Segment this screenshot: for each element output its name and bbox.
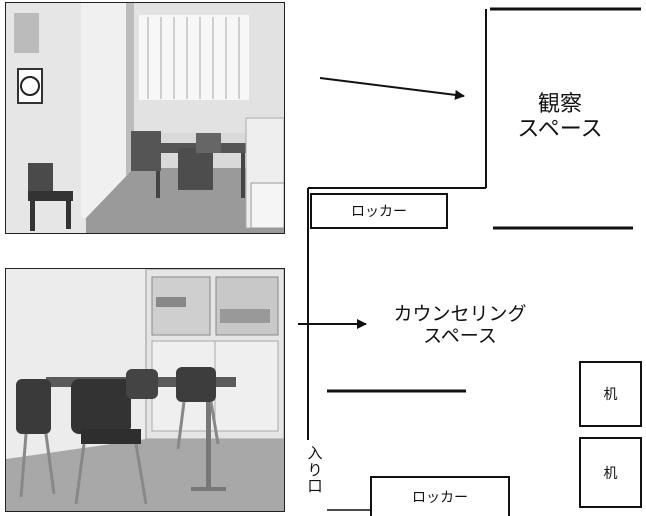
observation-space-label: 観察 スペース [505, 92, 615, 143]
entrance-char-3: 口 [307, 477, 323, 495]
locker-top: ロッカー [310, 193, 448, 229]
observation-space-line1: 観察 [537, 92, 582, 117]
counseling-room-photo [5, 268, 285, 512]
entrance-label: 入 り 口 [305, 445, 325, 495]
counseling-space-label: カウンセリング スペース [365, 303, 555, 348]
desk-1: 机 [579, 361, 642, 427]
locker-bottom-label: ロッカー [412, 490, 468, 506]
locker-bottom: ロッカー [370, 476, 510, 516]
counseling-space-line2: スペース [423, 324, 497, 347]
observation-room-photo [5, 2, 285, 234]
desk-2: 机 [579, 437, 642, 508]
arrow-to-observation [319, 77, 465, 100]
entrance-char-1: 入 [307, 444, 323, 462]
locker-top-label: ロッカー [351, 204, 407, 220]
counseling-space-line1: カウンセリング [393, 303, 527, 325]
desk-2-label: 机 [603, 465, 618, 482]
observation-space-line2: スペース [517, 117, 603, 143]
desk-1-label: 机 [603, 387, 618, 403]
entrance-char-2: り [307, 460, 323, 479]
